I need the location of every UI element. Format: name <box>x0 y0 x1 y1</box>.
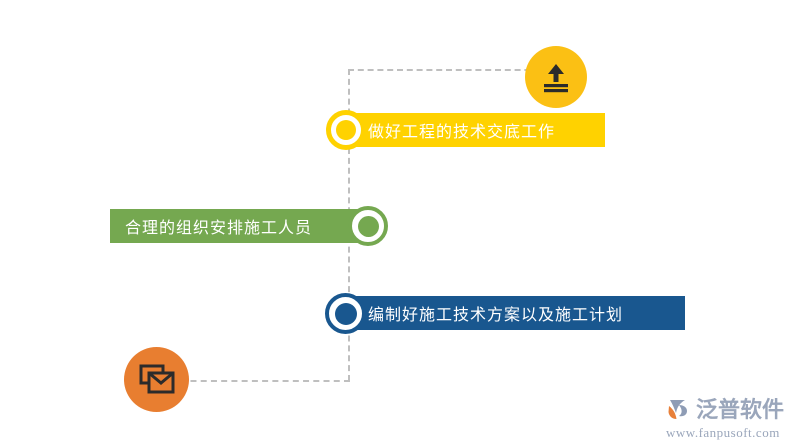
brand-url: www.fanpusoft.com <box>666 425 780 440</box>
step-bar-blue[interactable]: 编制好施工技术方案以及施工计划 <box>337 296 685 330</box>
step-marker-core-green <box>357 215 379 237</box>
brand-watermark: 泛普软件 www.fanpusoft.com <box>666 396 791 442</box>
fanpu-logo-icon <box>668 399 687 419</box>
brand-logo-row: 泛普软件 <box>666 396 791 423</box>
step-label-yellow: 做好工程的技术交底工作 <box>368 124 556 141</box>
step-bar-yellow[interactable]: 做好工程的技术交底工作 <box>337 113 605 147</box>
step-marker-yellow[interactable] <box>326 110 366 150</box>
connector-line-top <box>348 69 550 71</box>
step-marker-blue[interactable] <box>325 293 366 334</box>
step-bar-green[interactable]: 合理的组织安排施工人员 <box>110 209 363 243</box>
step-marker-core-yellow <box>336 120 356 140</box>
step-marker-green[interactable] <box>348 206 388 246</box>
step-marker-core-blue <box>334 302 357 325</box>
brand-name: 泛普软件 <box>696 396 785 422</box>
step-label-blue: 编制好施工技术方案以及施工计划 <box>368 307 624 324</box>
connector-line-bottom <box>170 380 350 382</box>
step-label-green: 合理的组织安排施工人员 <box>125 220 313 237</box>
mail-badge[interactable] <box>124 347 189 412</box>
upload-badge[interactable] <box>525 46 587 108</box>
upload-icon <box>544 64 568 93</box>
envelope-stack-icon <box>139 364 174 393</box>
